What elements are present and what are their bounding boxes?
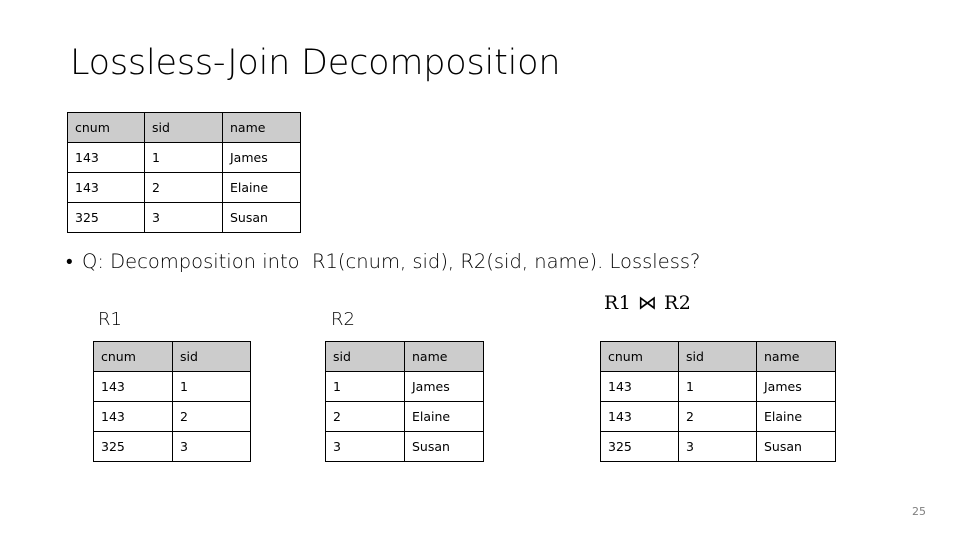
table-header-row: sid name [325, 341, 484, 372]
page-title: Lossless-Join Decomposition [70, 43, 561, 83]
cell-sid: 3 [144, 202, 223, 233]
cell-name: James [222, 142, 301, 173]
table-r1: cnum sid 143 1 143 2 325 3 [93, 341, 251, 462]
cell-name: James [756, 371, 836, 402]
table-row: 325 3 [93, 431, 251, 462]
table-row: 3 Susan [325, 431, 484, 462]
cell-sid: 2 [144, 172, 223, 203]
column-header-sid: sid [678, 341, 757, 372]
column-header-name: name [756, 341, 836, 372]
cell-sid: 1 [325, 371, 405, 402]
cell-sid: 3 [325, 431, 405, 462]
column-header-cnum: cnum [600, 341, 679, 372]
label-r1-join-r2: R1 ⋈ R2 [604, 292, 692, 314]
cell-name: Elaine [756, 401, 836, 432]
table-row: 1 James [325, 371, 484, 402]
label-r1: R1 [98, 309, 122, 330]
label-r2: R2 [331, 309, 355, 330]
cell-cnum: 143 [67, 172, 145, 203]
cell-sid: 2 [678, 401, 757, 432]
column-header-sid: sid [144, 112, 223, 143]
bullet-marker-icon: • [66, 251, 73, 273]
cell-cnum: 325 [93, 431, 173, 462]
table-header-row: cnum sid name [600, 341, 836, 372]
bullet-text: Q: Decomposition into R1(cnum, sid), R2(… [82, 250, 701, 273]
column-header-name: name [404, 341, 484, 372]
cell-name: Susan [756, 431, 836, 462]
cell-sid: 1 [144, 142, 223, 173]
table-row: 143 1 James [600, 371, 836, 402]
table-header-row: cnum sid [93, 341, 251, 372]
cell-sid: 1 [678, 371, 757, 402]
column-header-cnum: cnum [67, 112, 145, 143]
cell-sid: 3 [172, 431, 251, 462]
column-header-sid: sid [172, 341, 251, 372]
table-row: 325 3 Susan [67, 202, 301, 233]
slide-number: 25 [912, 505, 926, 518]
table-row: 143 2 [93, 401, 251, 432]
cell-name: James [404, 371, 484, 402]
table-row: 143 1 James [67, 142, 301, 173]
table-row: 143 1 [93, 371, 251, 402]
cell-sid: 1 [172, 371, 251, 402]
cell-cnum: 143 [600, 401, 679, 432]
cell-name: Susan [404, 431, 484, 462]
cell-cnum: 143 [67, 142, 145, 173]
cell-cnum: 325 [67, 202, 145, 233]
table-original-relation: cnum sid name 143 1 James 143 2 Elaine 3… [67, 112, 301, 233]
table-row: 325 3 Susan [600, 431, 836, 462]
table-row: 143 2 Elaine [600, 401, 836, 432]
cell-name: Elaine [222, 172, 301, 203]
cell-cnum: 143 [93, 401, 173, 432]
table-row: 2 Elaine [325, 401, 484, 432]
cell-name: Elaine [404, 401, 484, 432]
column-header-sid: sid [325, 341, 405, 372]
table-r2: sid name 1 James 2 Elaine 3 Susan [325, 341, 484, 462]
table-row: 143 2 Elaine [67, 172, 301, 203]
cell-cnum: 325 [600, 431, 679, 462]
cell-sid: 3 [678, 431, 757, 462]
cell-cnum: 143 [600, 371, 679, 402]
cell-cnum: 143 [93, 371, 173, 402]
column-header-name: name [222, 112, 301, 143]
cell-sid: 2 [325, 401, 405, 432]
table-header-row: cnum sid name [67, 112, 301, 143]
cell-sid: 2 [172, 401, 251, 432]
bullet-question: • Q: Decomposition into R1(cnum, sid), R2… [66, 249, 700, 276]
cell-name: Susan [222, 202, 301, 233]
table-join-result: cnum sid name 143 1 James 143 2 Elaine 3… [600, 341, 836, 462]
column-header-cnum: cnum [93, 341, 173, 372]
